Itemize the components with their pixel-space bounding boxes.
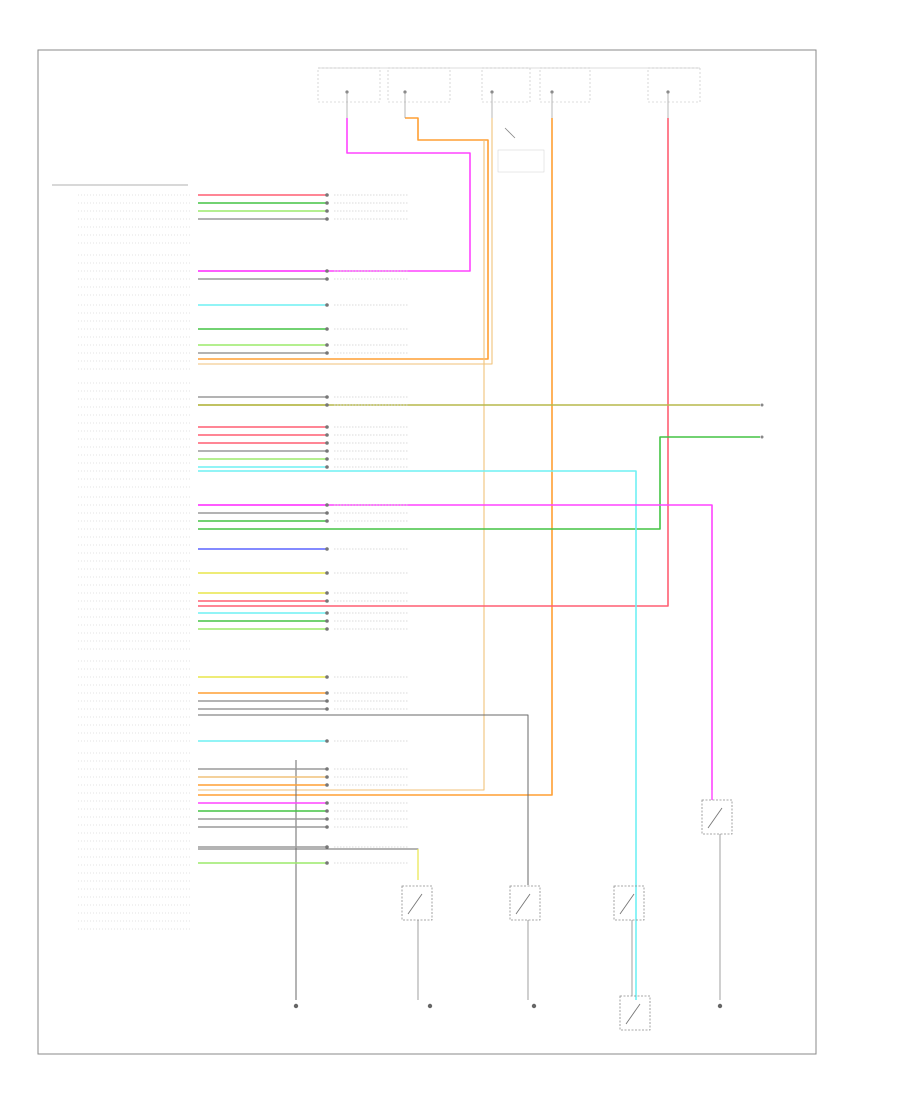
splice-dot-icon <box>325 801 329 805</box>
splice-dot-icon <box>325 303 329 307</box>
splice-dot-icon <box>325 861 329 865</box>
splice-dot-icon <box>325 441 329 445</box>
switch-symbol-icon <box>619 893 635 915</box>
splice-dot-icon <box>325 739 329 743</box>
splice-dot-icon <box>325 627 329 631</box>
ground-symbol-icon <box>293 1003 299 1009</box>
splice-dot-icon <box>325 611 329 615</box>
splice-dot-icon <box>325 599 329 603</box>
splice-dot-icon <box>325 783 329 787</box>
wire-group <box>198 117 760 1000</box>
components <box>293 67 764 1031</box>
lower-switch-box <box>619 995 651 1031</box>
fuse-block <box>647 67 701 103</box>
splice-dot-icon <box>325 699 329 703</box>
switch-symbol-icon <box>515 893 531 915</box>
switch-symbol-icon <box>407 893 423 915</box>
splice-dot-icon <box>325 809 329 813</box>
splice-dot-icon <box>325 403 329 407</box>
wire-pink-switch <box>198 504 713 790</box>
brake-switch-box <box>613 885 645 921</box>
splice-dot-icon <box>325 351 329 355</box>
splice-dot-icon <box>325 591 329 595</box>
wire-tan-long <box>198 140 485 791</box>
splice-dot-icon <box>325 675 329 679</box>
fuse-block <box>317 67 381 103</box>
splice-dot-icon <box>325 519 329 523</box>
connector-rows <box>78 193 408 930</box>
wire-green-right <box>198 436 760 530</box>
wire-orange-long <box>198 118 553 796</box>
ground-symbol-icon <box>531 1003 537 1009</box>
fuse-block <box>481 67 531 103</box>
ground-symbol-icon <box>717 1003 723 1009</box>
splice-dot-icon <box>325 327 329 331</box>
splice-dot-icon <box>325 511 329 515</box>
connector-terminal-icon <box>760 435 764 439</box>
splice-dot-icon <box>325 775 329 779</box>
splice-dot-icon <box>325 269 329 273</box>
splice-dot-icon <box>325 707 329 711</box>
connector-terminal-icon <box>760 403 764 407</box>
splice-dot-icon <box>325 433 329 437</box>
splice-dot-icon <box>325 209 329 213</box>
splice-dot-icon <box>325 395 329 399</box>
relay-label-box <box>497 149 545 173</box>
wire-red-fuse <box>198 118 669 607</box>
splice-dot-icon <box>325 825 329 829</box>
splice-dot-icon <box>325 465 329 469</box>
wire-tan-fuse <box>198 118 493 365</box>
wire-cyan-switch <box>198 470 637 1000</box>
diagram-frame <box>37 49 817 1055</box>
wire-orange-fuse <box>198 117 489 360</box>
splice-dot-icon <box>325 767 329 771</box>
splice-dot-icon <box>325 425 329 429</box>
switch-symbol-icon <box>707 807 723 829</box>
splice-dot-icon <box>325 817 329 821</box>
engine-sensor-box <box>509 885 541 921</box>
splice-dot-icon <box>325 691 329 695</box>
splice-dot-icon <box>325 343 329 347</box>
splice-dot-icon <box>325 503 329 507</box>
splice-dot-icon <box>325 845 329 849</box>
fuse-block <box>387 67 451 103</box>
splice-dot-icon <box>325 217 329 221</box>
wire-gray-sensor2 <box>198 848 419 880</box>
splice-dot-icon <box>325 619 329 623</box>
splice-dot-icon <box>325 201 329 205</box>
splice-dot-icon <box>325 571 329 575</box>
splice-dot-icon <box>325 193 329 197</box>
splice-dot-icon <box>325 547 329 551</box>
splice-dot-icon <box>325 277 329 281</box>
switch-symbol-icon <box>625 1003 641 1025</box>
right-switch-box <box>701 799 733 835</box>
ground-symbol-icon <box>427 1003 433 1009</box>
splice-dot-icon <box>325 457 329 461</box>
wire-gray-sensor <box>198 714 529 885</box>
switch-symbol-icon <box>504 127 516 139</box>
splice-dot-icon <box>325 449 329 453</box>
coolant-temp-sender-box <box>401 885 433 921</box>
fuse-block <box>539 67 591 103</box>
